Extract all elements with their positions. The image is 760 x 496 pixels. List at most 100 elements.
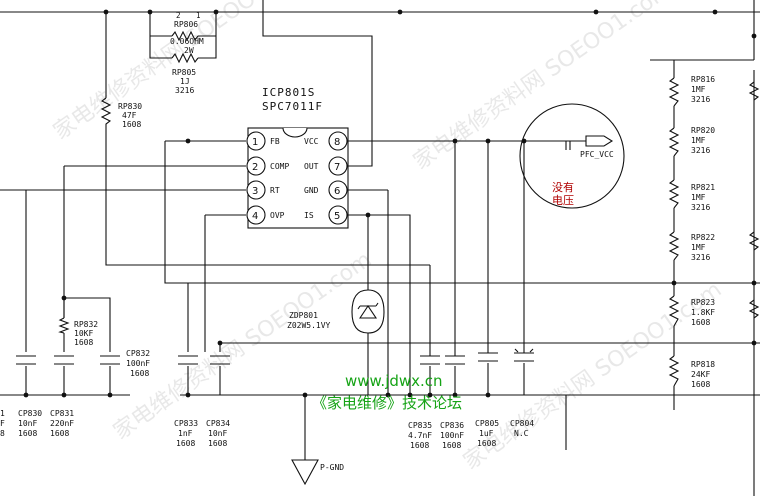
svg-text:220nF: 220nF: [50, 419, 74, 428]
svg-text:3216: 3216: [691, 203, 710, 212]
svg-text:2W: 2W: [184, 46, 194, 55]
resistor-right-edge: [748, 81, 760, 319]
resistor-rp821: RP821 1MF 3216: [668, 179, 715, 212]
svg-text:10nF: 10nF: [208, 429, 227, 438]
svg-text:1608: 1608: [691, 380, 710, 389]
svg-text:1J: 1J: [180, 77, 190, 86]
resistor-rp816: RP816 1MF 3216: [668, 75, 715, 107]
ic-pin-7: 7 OUT: [304, 156, 348, 176]
svg-text:OUT: OUT: [304, 162, 319, 171]
watermark-forum: 《家电维修》技术论坛: [312, 394, 462, 412]
svg-text:RP805: RP805: [172, 68, 196, 77]
ic-icp801s: ICP801S SPC7011F 1 FB 2 COMP 3 RT 4 OVP …: [246, 86, 349, 229]
ic-name: ICP801S: [262, 86, 315, 99]
svg-text:RP820: RP820: [691, 126, 715, 135]
svg-text:RP830: RP830: [118, 102, 142, 111]
svg-text:3216: 3216: [691, 253, 710, 262]
svg-text:1608: 1608: [208, 439, 227, 448]
svg-text:CP804: CP804: [510, 419, 534, 428]
svg-text:P-GND: P-GND: [320, 463, 344, 472]
ic-pin-5: 5 IS: [304, 205, 348, 225]
svg-text:RP832: RP832: [74, 320, 98, 329]
svg-text:没有: 没有: [552, 180, 574, 194]
svg-text:1nF: 1nF: [178, 429, 193, 438]
resistor-rp822: RP822 1MF 3216: [668, 231, 715, 262]
svg-text:CP805: CP805: [475, 419, 499, 428]
bg-watermark-2: 家电维修资料网 SOEOO1.com: [409, 0, 676, 175]
capacitor-cp830: CP830 10nF 1608: [18, 355, 74, 438]
svg-text:100nF: 100nF: [126, 359, 150, 368]
junctions: [23, 9, 757, 398]
svg-text:0.06OHM: 0.06OHM: [170, 37, 204, 46]
svg-text:1: 1: [252, 137, 258, 148]
svg-text:OVP: OVP: [270, 211, 285, 220]
pfc-vcc-net: PFC_VCC: [519, 103, 625, 209]
ic-pin-3: 3 RT: [246, 180, 280, 200]
bg-watermark-3: 家电维修资料网 SOEOO1.com: [109, 247, 376, 445]
svg-text:1608: 1608: [18, 429, 37, 438]
svg-text:3: 3: [252, 186, 258, 197]
resistor-rp805: RP805 1J 3216: [171, 52, 199, 95]
svg-text:1MF: 1MF: [691, 136, 706, 145]
svg-text:N.C: N.C: [514, 429, 529, 438]
highlight-circle: [519, 103, 625, 209]
svg-text:FB: FB: [270, 137, 280, 146]
svg-text:1MF: 1MF: [691, 243, 706, 252]
capacitor-cp834: CP834 10nF 1608: [206, 355, 230, 448]
resistor-rp830: RP830 47F 1608: [100, 97, 142, 129]
annotation-no-voltage: 没有 电压: [552, 180, 574, 207]
svg-text:RP823: RP823: [691, 298, 715, 307]
svg-text:1608: 1608: [442, 441, 461, 450]
svg-text:F: F: [0, 419, 5, 428]
svg-text:47F: 47F: [122, 111, 137, 120]
svg-text:1MF: 1MF: [691, 193, 706, 202]
svg-text:电压: 电压: [552, 194, 574, 207]
svg-text:CP834: CP834: [206, 419, 230, 428]
capacitor-cp833: CP833 1nF 1608: [174, 355, 198, 448]
svg-text:CP832: CP832: [126, 349, 150, 358]
svg-text:CP833: CP833: [174, 419, 198, 428]
svg-text:3216: 3216: [175, 86, 194, 95]
capacitor-cp804: CP804 N.C: [510, 348, 534, 438]
svg-text:1608: 1608: [477, 439, 496, 448]
capacitors: 1 F 8 CP830 10nF 1608 CP831 220nF 1608 C…: [0, 348, 534, 450]
svg-text:CP831: CP831: [50, 409, 74, 418]
ic-part: SPC7011F: [262, 100, 323, 113]
watermark-url: www.jdwx.cn: [345, 372, 443, 390]
ic-pin-6: 6 GND: [304, 180, 348, 200]
svg-text:1MF: 1MF: [691, 85, 706, 94]
svg-text:4.7nF: 4.7nF: [408, 431, 432, 440]
svg-text:6: 6: [334, 186, 340, 197]
svg-text:3216: 3216: [691, 95, 710, 104]
ic-pin-1: 1 FB: [246, 131, 280, 151]
svg-text:RP821: RP821: [691, 183, 715, 192]
svg-text:GND: GND: [304, 186, 319, 195]
svg-text:IS: IS: [304, 211, 314, 220]
svg-text:1: 1: [0, 409, 5, 418]
resistor-rp832: RP832 10KF 1608: [58, 317, 98, 347]
svg-text:5: 5: [334, 211, 340, 222]
capacitor-cp829: 1 F 8: [0, 355, 36, 438]
resistor-rp818: RP818 24KF 1608: [668, 355, 715, 389]
capacitor-cp831: CP831 220nF 1608: [50, 355, 120, 438]
capacitor-cp835: CP835 4.7nF 1608: [408, 355, 440, 450]
svg-text:8: 8: [0, 429, 5, 438]
svg-text:7: 7: [334, 162, 340, 173]
svg-text:1608: 1608: [410, 441, 429, 450]
capacitor-cp805: CP805 1uF 1608: [475, 352, 499, 448]
zener-zdp801: ZDP801 Z02W5.1VY: [287, 289, 385, 334]
svg-text:1uF: 1uF: [479, 429, 494, 438]
svg-text:1: 1: [196, 11, 201, 20]
capacitor-cp836: CP836 100nF 1608: [440, 355, 465, 450]
svg-text:VCC: VCC: [304, 137, 319, 146]
svg-text:10KF: 10KF: [74, 329, 93, 338]
svg-text:4: 4: [252, 211, 258, 222]
resistor-rp820: RP820 1MF 3216: [668, 126, 715, 157]
svg-text:2: 2: [252, 162, 258, 173]
watermark: www.jdwx.cn 《家电维修》技术论坛: [312, 372, 462, 412]
svg-text:1608: 1608: [691, 318, 710, 327]
svg-text:COMP: COMP: [270, 162, 289, 171]
ic-pin-8: 8 VCC: [304, 131, 348, 151]
